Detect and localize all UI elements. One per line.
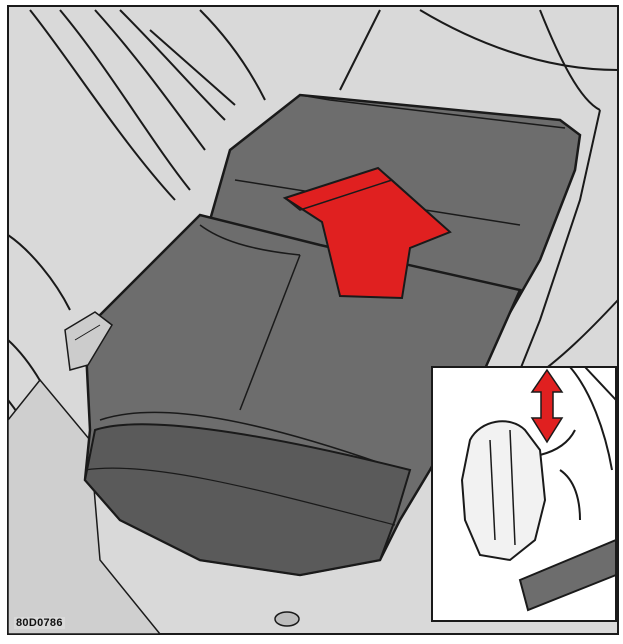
latch-mechanism xyxy=(462,421,545,560)
figure-code: 80D0786 xyxy=(14,617,65,629)
detail-inset xyxy=(432,367,616,621)
floor-anchor xyxy=(275,612,299,626)
